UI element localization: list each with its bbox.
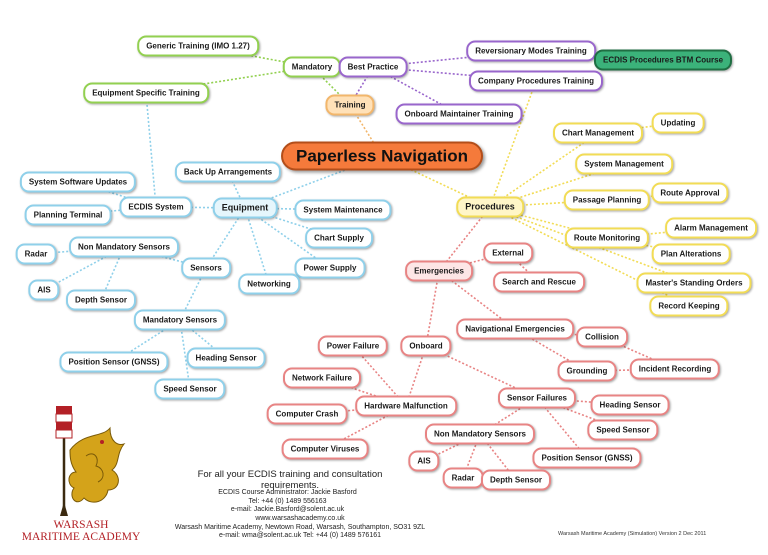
wordmark-line1: WARSASH <box>53 519 109 531</box>
node-ecdis-btm-course[interactable]: ECDIS Procedures BTM Course <box>593 49 733 71</box>
node-system-software-updates[interactable]: System Software Updates <box>19 171 137 193</box>
node-alarm-management[interactable]: Alarm Management <box>665 217 757 239</box>
node-mandatory-sensors[interactable]: Mandatory Sensors <box>133 309 227 331</box>
node-onboard-maintainer-training[interactable]: Onboard Maintainer Training <box>395 103 523 125</box>
admin-email[interactable]: e-mail: Jackie.Basford@solent.ac.uk <box>230 506 345 514</box>
node-computer-viruses[interactable]: Computer Viruses <box>281 438 369 460</box>
central-topic[interactable]: Paperless Navigation <box>281 141 483 171</box>
version-note: Warsash Maritime Academy (Simulation) Ve… <box>558 531 707 537</box>
node-best-practice[interactable]: Best Practice <box>338 56 408 78</box>
node-em-heading-sensor[interactable]: Heading Sensor <box>590 394 670 416</box>
node-heading-sensor[interactable]: Heading Sensor <box>186 347 266 369</box>
node-external[interactable]: External <box>483 242 533 264</box>
node-masters-standing-orders[interactable]: Master's Standing Orders <box>636 272 752 294</box>
node-reversionary-modes-training[interactable]: Reversionary Modes Training <box>466 40 596 62</box>
node-company-procedures-training[interactable]: Company Procedures Training <box>468 70 604 92</box>
admin-phone: Tel: +44 (0) 1489 556163 <box>248 497 327 505</box>
node-plan-alterations[interactable]: Plan Alterations <box>651 243 731 265</box>
academy-wordmark: WARSASH MARITIME ACADEMY <box>18 519 144 543</box>
node-ecdis-system[interactable]: ECDIS System <box>119 196 193 218</box>
connector-node-equipment-specific-training-to-node-ecdis-system <box>145 92 157 208</box>
website-link[interactable]: www.warsashacademy.co.uk <box>255 515 345 522</box>
node-equipment[interactable]: Equipment <box>212 197 278 219</box>
node-collision[interactable]: Collision <box>576 326 628 348</box>
node-non-mandatory-sensors[interactable]: Non Mandatory Sensors <box>68 236 180 258</box>
node-incident-recording[interactable]: Incident Recording <box>629 358 721 380</box>
academy-address: Warsash Maritime Academy, Newtown Road, … <box>174 523 426 531</box>
node-route-approval[interactable]: Route Approval <box>651 182 729 204</box>
node-speed-sensor[interactable]: Speed Sensor <box>154 378 226 400</box>
node-generic-training[interactable]: Generic Training (IMO 1.27) <box>137 35 259 57</box>
node-em-non-mandatory-sensors[interactable]: Non Mandatory Sensors <box>424 423 536 445</box>
node-em-speed-sensor[interactable]: Speed Sensor <box>587 419 659 441</box>
connector-node-external-to-node-search-and-rescue <box>507 252 540 283</box>
node-sensors[interactable]: Sensors <box>181 257 231 279</box>
node-mandatory[interactable]: Mandatory <box>282 56 342 78</box>
node-search-and-rescue[interactable]: Search and Rescue <box>493 271 585 293</box>
connector-node-non-mandatory-sensors-to-node-ais <box>43 246 125 291</box>
admin-name: ECDIS Course Administrator: Jackie Basfo… <box>218 489 357 496</box>
warsash-dragon-logo <box>55 406 126 516</box>
footer-tagline: For all your ECDIS training and consulta… <box>197 469 383 491</box>
node-emergencies[interactable]: Emergencies <box>405 260 473 282</box>
connector-node-procedures-to-node-chart-management <box>489 132 599 208</box>
node-system-management[interactable]: System Management <box>575 153 673 175</box>
academy-contact[interactable]: e-mail: wma@solent.ac.uk Tel: +44 (0) 14… <box>218 532 382 540</box>
node-backup-arrangements[interactable]: Back Up Arrangements <box>174 161 282 183</box>
connector-node-equipment-to-node-ecdis-system <box>155 206 246 209</box>
node-sensor-failures[interactable]: Sensor Failures <box>497 387 577 409</box>
connector-node-procedures-to-node-emergencies <box>438 206 491 272</box>
connector-node-company-procedures-training-to-node-procedures <box>489 80 537 208</box>
node-em-depth-sensor[interactable]: Depth Sensor <box>480 469 552 491</box>
node-power-supply[interactable]: Power Supply <box>294 257 366 279</box>
node-chart-management[interactable]: Chart Management <box>552 122 644 144</box>
connector-node-equipment-to-node-networking <box>244 207 270 285</box>
footer-contact-block: www.warsashacademy.co.uk Warsash Maritim… <box>150 515 450 541</box>
node-equipment-specific-training[interactable]: Equipment Specific Training <box>83 82 209 104</box>
node-power-failure[interactable]: Power Failure <box>317 335 389 357</box>
node-ais[interactable]: AIS <box>28 279 60 301</box>
node-computer-crash[interactable]: Computer Crash <box>266 403 348 425</box>
connector-node-emergencies-to-node-onboard <box>425 270 440 347</box>
node-chart-supply[interactable]: Chart Supply <box>305 227 373 249</box>
node-em-radar[interactable]: Radar <box>442 467 484 489</box>
node-em-ais[interactable]: AIS <box>408 450 440 472</box>
node-navigational-emergencies[interactable]: Navigational Emergencies <box>456 318 574 340</box>
node-hardware-malfunction[interactable]: Hardware Malfunction <box>355 395 457 417</box>
node-grounding[interactable]: Grounding <box>557 360 617 382</box>
node-network-failure[interactable]: Network Failure <box>282 367 362 389</box>
node-system-maintenance[interactable]: System Maintenance <box>294 199 392 221</box>
node-route-monitoring[interactable]: Route Monitoring <box>564 227 650 249</box>
node-position-sensor-gnss[interactable]: Position Sensor (GNSS) <box>59 351 169 373</box>
footer-admin-block: ECDIS Course Administrator: Jackie Basfo… <box>200 489 375 515</box>
node-depth-sensor[interactable]: Depth Sensor <box>65 289 137 311</box>
node-onboard[interactable]: Onboard <box>400 335 452 357</box>
node-networking[interactable]: Networking <box>238 273 300 295</box>
node-updating[interactable]: Updating <box>651 112 705 134</box>
node-planning-terminal[interactable]: Planning Terminal <box>24 204 112 226</box>
node-radar[interactable]: Radar <box>15 243 57 265</box>
node-em-position-sensor-gnss[interactable]: Position Sensor (GNSS) <box>532 447 642 469</box>
node-procedures[interactable]: Procedures <box>456 196 524 218</box>
wordmark-line2: MARITIME ACADEMY <box>21 531 141 543</box>
node-record-keeping[interactable]: Record Keeping <box>649 295 729 317</box>
node-passage-planning[interactable]: Passage Planning <box>563 189 651 211</box>
node-training[interactable]: Training <box>325 94 375 116</box>
